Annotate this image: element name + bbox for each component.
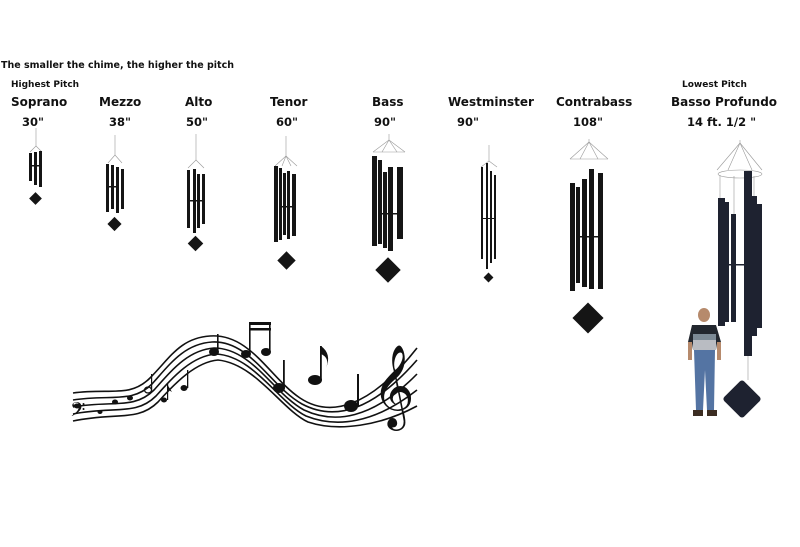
bass-chime-image [372,134,406,283]
chime-name-westminster: Westminster [448,95,534,109]
chime-size-westminster: 90" [457,115,479,129]
headline: The smaller the chime, the higher the pi… [1,60,234,71]
person-scale-figure [688,308,721,416]
soprano-chime-image [29,128,43,205]
chime-name-mezzo: Mezzo [99,95,142,109]
westminster-chime-image [480,145,498,283]
contrabass-chime-image [569,139,609,334]
chime-size-mezzo: 38" [109,115,131,129]
chime-name-basso-profundo: Basso Profundo [671,95,778,109]
chime-size-basso-profundo: 14 ft. 1/2 " [687,115,757,129]
chime-name-tenor: Tenor [270,95,308,109]
lowest-pitch-label: Lowest Pitch [682,80,747,90]
basso-profundo-chime-image [716,140,763,418]
chime-name-alto: Alto [185,95,213,109]
chime-size-tenor: 60" [276,115,298,129]
chime-size-soprano: 30" [22,115,44,129]
chime-name-contrabass: Contrabass [556,95,633,109]
chime-size-bass: 90" [374,115,396,129]
highest-pitch-label: Highest Pitch [11,80,80,90]
music-staff-illustration: 𝄞 𝄢 [70,322,418,431]
tenor-chime-image [274,136,298,270]
note-icon [209,348,219,356]
chime-size-contrabass: 108" [573,115,603,129]
bass-clef-icon: 𝄢 [70,398,85,426]
mezzo-chime-image [106,135,124,232]
alto-chime-image [187,134,205,252]
chime-name-soprano: Soprano [11,95,68,109]
chime-name-bass: Bass [372,95,404,109]
chime-size-alto: 50" [186,115,208,129]
treble-clef-icon: 𝄞 [372,343,415,431]
